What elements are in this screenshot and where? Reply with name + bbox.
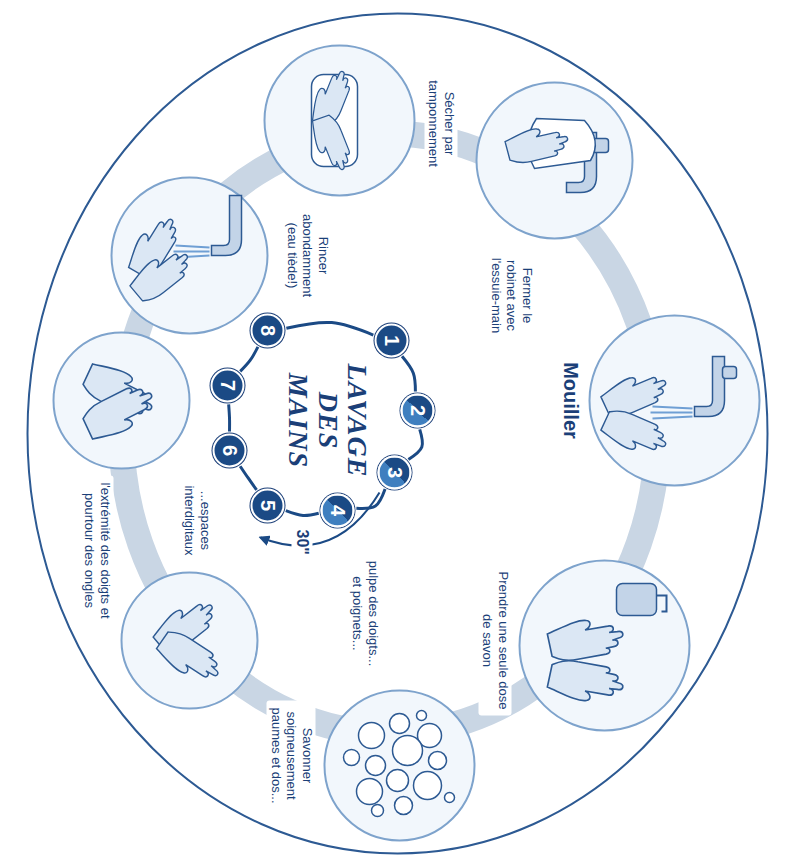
bubble — [389, 713, 409, 733]
interlaced-picture — [53, 332, 189, 468]
water — [650, 406, 692, 418]
step-number: 8 — [257, 324, 277, 335]
step-circle: 8 — [250, 313, 284, 347]
soap-bottle — [616, 583, 656, 615]
step-number: 5 — [257, 499, 277, 510]
step-circle: 3 — [377, 455, 411, 489]
ring-connector — [227, 404, 231, 431]
lather-picture — [324, 690, 474, 840]
step-number: 1 — [381, 334, 401, 345]
tap-knob — [722, 366, 736, 378]
step-number: 2 — [407, 404, 427, 415]
bubble — [371, 804, 383, 816]
close-tap-picture — [476, 82, 632, 238]
picture-circle — [519, 560, 689, 730]
bubble — [428, 751, 446, 769]
step-circle: 6 — [212, 433, 246, 467]
bubble — [413, 771, 441, 799]
hand — [79, 380, 160, 444]
bubble — [416, 710, 426, 720]
step-number: 7 — [217, 379, 237, 390]
step-label: l'extrémité des doigts et pourtour des o… — [80, 475, 113, 625]
step-label: Rincer abondamment (eau tiède!) — [282, 202, 331, 308]
ring-connector — [408, 429, 422, 459]
rinse-picture — [111, 177, 267, 333]
tap — [694, 356, 724, 416]
ring-connector — [356, 489, 385, 508]
hand — [598, 404, 671, 462]
duration-label: 30" — [291, 526, 312, 557]
picture-circle — [53, 332, 189, 468]
step-circle: 2 — [400, 393, 434, 427]
bubble — [392, 735, 422, 765]
fingertips-picture — [121, 572, 257, 708]
picture-circle — [264, 45, 414, 195]
bubble — [356, 778, 382, 804]
bubble — [358, 722, 384, 748]
ring-connector — [285, 510, 318, 515]
ring-connector — [286, 322, 373, 335]
hand — [308, 112, 354, 174]
soap-picture — [519, 560, 689, 730]
step-label: Fermer le robinet avec l'essuie-main — [486, 245, 535, 345]
ring-connector — [402, 356, 415, 391]
bubbles — [343, 710, 454, 816]
picture-circle — [589, 315, 759, 485]
step-label: Mouiller — [557, 352, 583, 448]
picture-circle — [476, 82, 632, 238]
diagram-title: LAVAGE DES MAINS — [283, 350, 371, 490]
ring-connector — [240, 466, 256, 490]
step-label: Sécher par tamponnement — [424, 68, 457, 178]
water — [173, 245, 209, 257]
picture-circle — [121, 572, 257, 708]
bubble — [444, 792, 454, 802]
step-label: Savonner soigneusement paumes et dos... — [266, 700, 315, 810]
outer-ellipse — [27, 13, 767, 853]
hand — [126, 241, 195, 306]
step-number: 6 — [219, 444, 239, 455]
hand — [503, 121, 570, 167]
bubble — [365, 755, 385, 775]
bubble — [394, 796, 412, 814]
hand — [153, 625, 225, 689]
step-circle: 5 — [250, 488, 284, 522]
wet-picture — [589, 315, 759, 485]
hand — [546, 655, 626, 707]
step-circle: 1 — [374, 323, 408, 357]
step-label: ...espaces interdigitaux — [180, 476, 213, 564]
dry-picture — [264, 45, 414, 195]
picture-circle — [111, 177, 267, 333]
step-label: pulpe des doigts... et poignets... — [348, 556, 381, 670]
step-label: Prendre une seule dose de savon — [478, 565, 511, 715]
picture-circle — [324, 690, 474, 840]
step-number: 4 — [327, 504, 347, 515]
bubble — [386, 769, 408, 791]
ring-connector — [240, 346, 258, 370]
tap — [211, 195, 241, 255]
bubble — [343, 749, 359, 765]
step-number: 3 — [384, 466, 404, 477]
step-circle: 7 — [210, 368, 244, 402]
step-circle: 4 — [320, 493, 354, 527]
soap-pump — [656, 595, 666, 611]
hand — [546, 612, 626, 664]
